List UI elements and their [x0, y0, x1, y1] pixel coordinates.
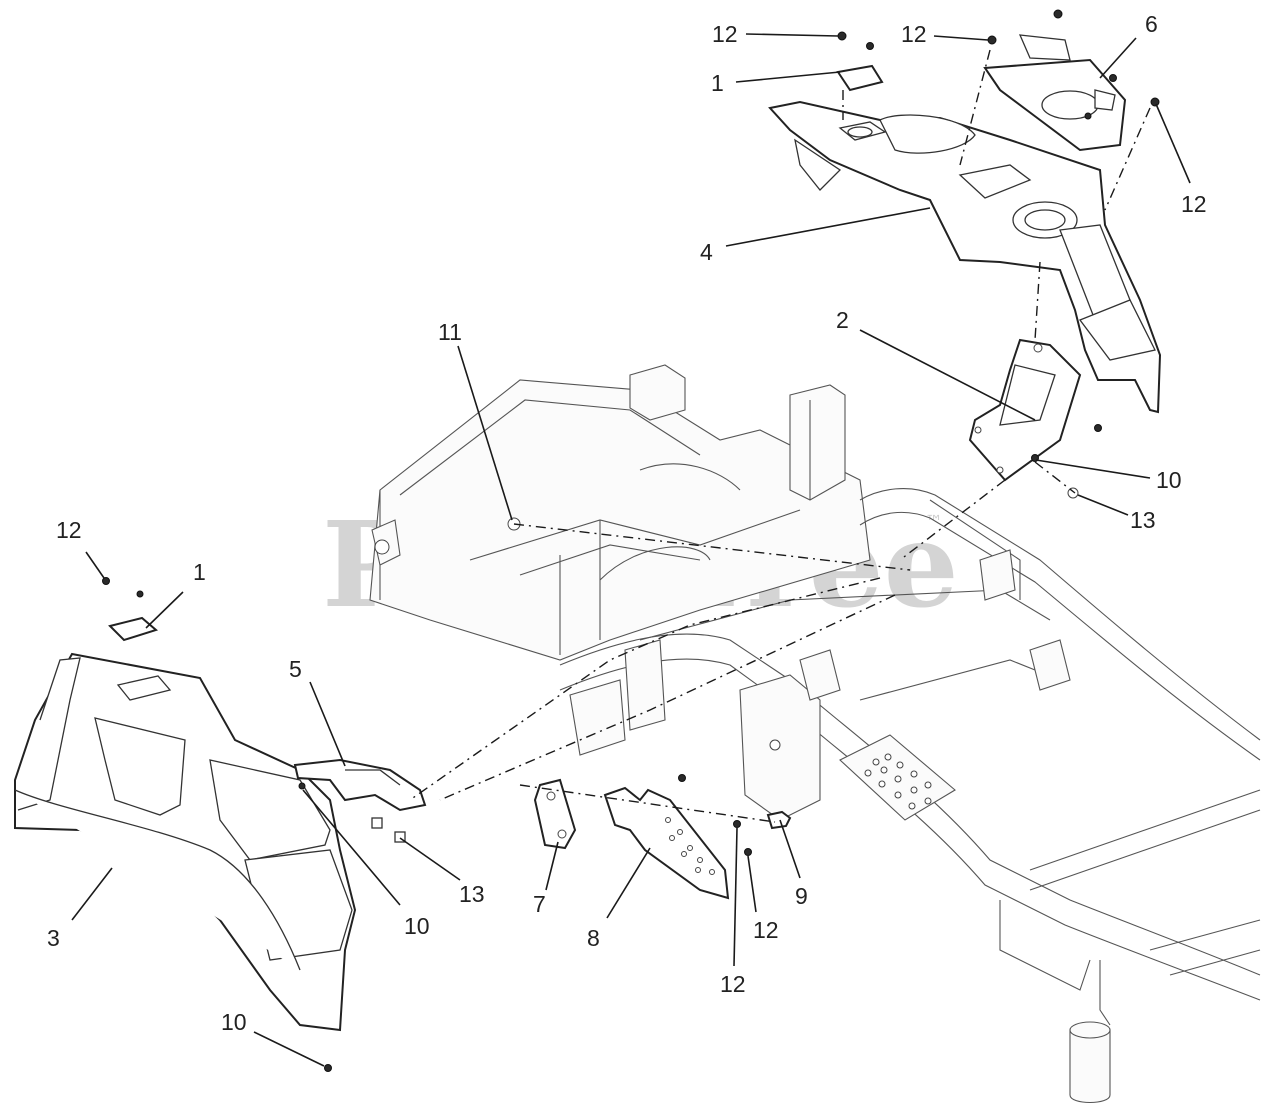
callout-10: 10	[404, 913, 430, 939]
callout-8: 8	[587, 925, 600, 951]
callout-12: 12	[901, 21, 927, 47]
callout-labels: 12 1 12 6 12 4 2 11 10 13 12 1 5 3 10 13…	[47, 11, 1207, 1035]
callout-1: 1	[711, 70, 724, 96]
part-1-lid-top	[836, 64, 884, 92]
callout-2: 2	[836, 307, 849, 333]
callout-12: 12	[712, 21, 738, 47]
callout-11: 11	[438, 319, 462, 345]
part-8-mounting-plate	[603, 786, 730, 900]
callout-10: 10	[1156, 467, 1182, 493]
alignment-lines	[409, 49, 1151, 823]
main-frame	[369, 364, 1261, 1104]
footrest-holes	[864, 753, 932, 810]
part-1-lid-left	[108, 616, 159, 642]
part-8-holes	[665, 817, 715, 875]
callout-13: 13	[1130, 507, 1156, 533]
fasteners	[102, 9, 1160, 1072]
part-3-front-console	[14, 652, 357, 1032]
callout-12: 12	[720, 971, 746, 997]
part-2-bracket	[968, 338, 1082, 482]
callout-7: 7	[533, 891, 546, 917]
callout-12: 12	[753, 917, 779, 943]
callout-12: 12	[1181, 191, 1207, 217]
callout-12: 12	[56, 517, 82, 543]
callout-13: 13	[459, 881, 485, 907]
part-7-plate	[533, 778, 577, 850]
part-4-rear-console	[768, 100, 1162, 414]
part-9-bolt	[766, 810, 792, 830]
callout-3: 3	[47, 925, 60, 951]
callout-1: 1	[193, 559, 206, 585]
callout-9: 9	[795, 883, 808, 909]
part-5-bracket	[293, 758, 427, 812]
callout-6: 6	[1145, 11, 1158, 37]
leader-lines	[71, 33, 1191, 1067]
callout-10: 10	[221, 1009, 247, 1035]
callout-5: 5	[289, 656, 302, 682]
callout-4: 4	[700, 239, 713, 265]
part-6-cover-plate	[983, 34, 1127, 152]
